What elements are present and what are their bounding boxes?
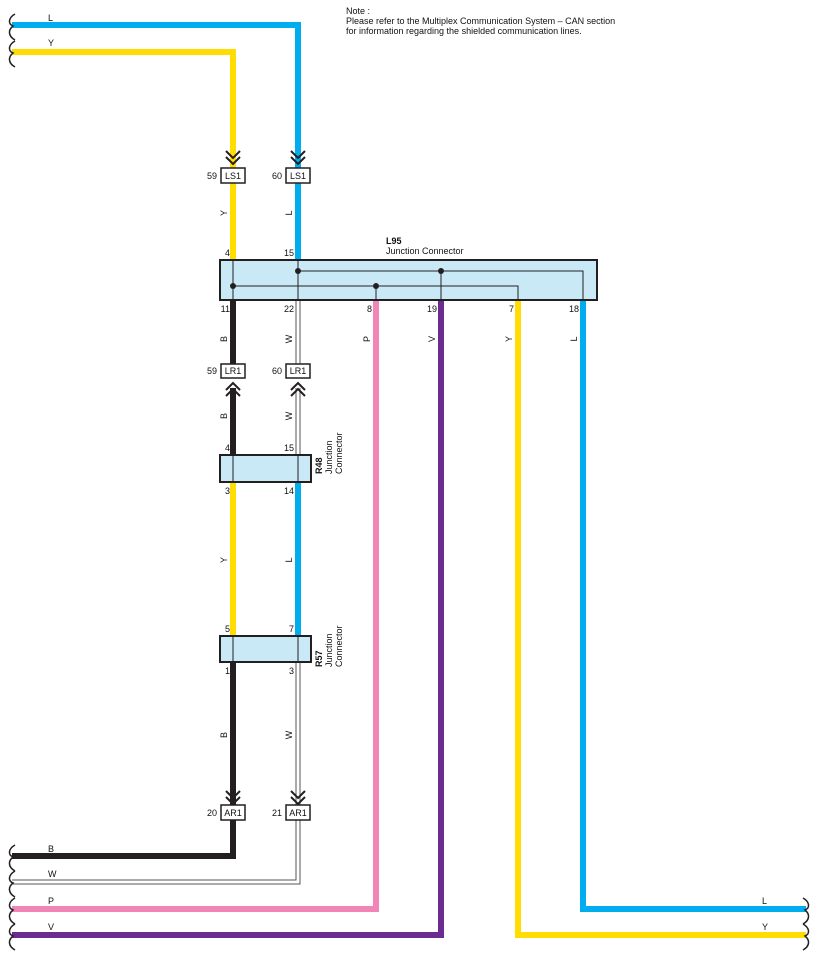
r48-pin-14: 14 [284,486,294,496]
label-c2-W-low: W [284,730,294,739]
label-right-Y: Y [762,922,768,932]
r48-pin-3: 3 [225,486,230,496]
label-pin7-Y: Y [504,336,514,342]
l95-name: Junction Connector [386,246,464,256]
label-bot-W: W [48,869,57,879]
r48-name-line1: Junction [324,440,334,474]
ar1-b-pin: 20 [207,808,217,818]
label-c2-W-a: W [284,334,294,343]
r57-name-line2: Connector [334,625,344,667]
wire-top-Y [12,49,236,168]
note-line-2: for information regarding the shielded c… [346,26,582,36]
label-pin8-P: P [362,336,372,342]
l95-pin-8: 8 [367,304,372,314]
r57-junction-connector [219,635,312,663]
label-c1-Y-mid: Y [219,557,229,563]
note-block: Note : Please refer to the Multiplex Com… [346,6,615,36]
wire-pin19-V [12,300,444,938]
label-bot-B: B [48,844,54,854]
l95-pin-19: 19 [427,304,437,314]
lr1-b-id: LR1 [225,366,242,376]
wire-pin7-Y [515,300,806,938]
left-wire-breaks [8,13,16,951]
lr1-w-id: LR1 [290,366,307,376]
label-c2-L-mid: L [284,557,294,562]
l95-pin-18: 18 [569,304,579,314]
r57-pin-5: 5 [225,624,230,634]
wire-pin8-P [12,300,379,912]
wire-bottom-W [12,820,300,884]
label-pin19-V: V [427,336,437,342]
l95-pin-4: 4 [225,248,230,258]
label-c1-Y: Y [219,210,229,216]
wire-top-L [12,22,301,168]
wire-bottom-B [12,820,236,859]
r57-pin-1: 1 [225,666,230,676]
label-c1-B-a: B [219,336,229,342]
l95-pin-15: 15 [284,248,294,258]
l95-pin-7: 7 [509,304,514,314]
l95-junction-connector [219,259,598,301]
lr1-b-pin: 59 [207,366,217,376]
label-bot-V: V [48,922,54,932]
l95-pin-22: 22 [284,304,294,314]
ls1-y-id: LS1 [225,171,241,181]
r48-pin-15: 15 [284,443,294,453]
wire-pin18-L [580,300,806,912]
ls1-l-id: LS1 [290,171,306,181]
right-wire-breaks [802,897,810,951]
r57-id: R57 [314,650,324,667]
label-top-Y: Y [48,38,54,48]
label-c1-B-low: B [219,732,229,738]
label-pin18-L: L [569,336,579,341]
r48-name-line2: Connector [334,432,344,474]
r57-pin-7: 7 [289,624,294,634]
r48-id: R48 [314,457,324,474]
label-top-L: L [48,13,53,23]
note-line-1: Please refer to the Multiplex Communicat… [346,16,616,26]
inline-connector-boxes [220,167,311,821]
label-c2-L: L [284,210,294,215]
ar1-b-id: AR1 [224,808,242,818]
ls1-l-pin: 60 [272,171,282,181]
connector-chevrons [225,150,306,806]
label-bot-P: P [48,896,54,906]
note-title: Note : [346,6,371,16]
r48-pin-4: 4 [225,443,230,453]
r57-name-line1: Junction [324,633,334,667]
ar1-w-pin: 21 [272,808,282,818]
ls1-y-pin: 59 [207,171,217,181]
label-c2-W-b: W [284,411,294,420]
label-right-L: L [762,896,767,906]
l95-pin-11: 11 [221,304,230,314]
label-c1-B-b: B [219,413,229,419]
r57-pin-3: 3 [289,666,294,676]
ar1-w-id: AR1 [289,808,307,818]
l95-id: L95 [386,236,402,246]
r48-junction-connector [219,454,312,483]
lr1-w-pin: 60 [272,366,282,376]
